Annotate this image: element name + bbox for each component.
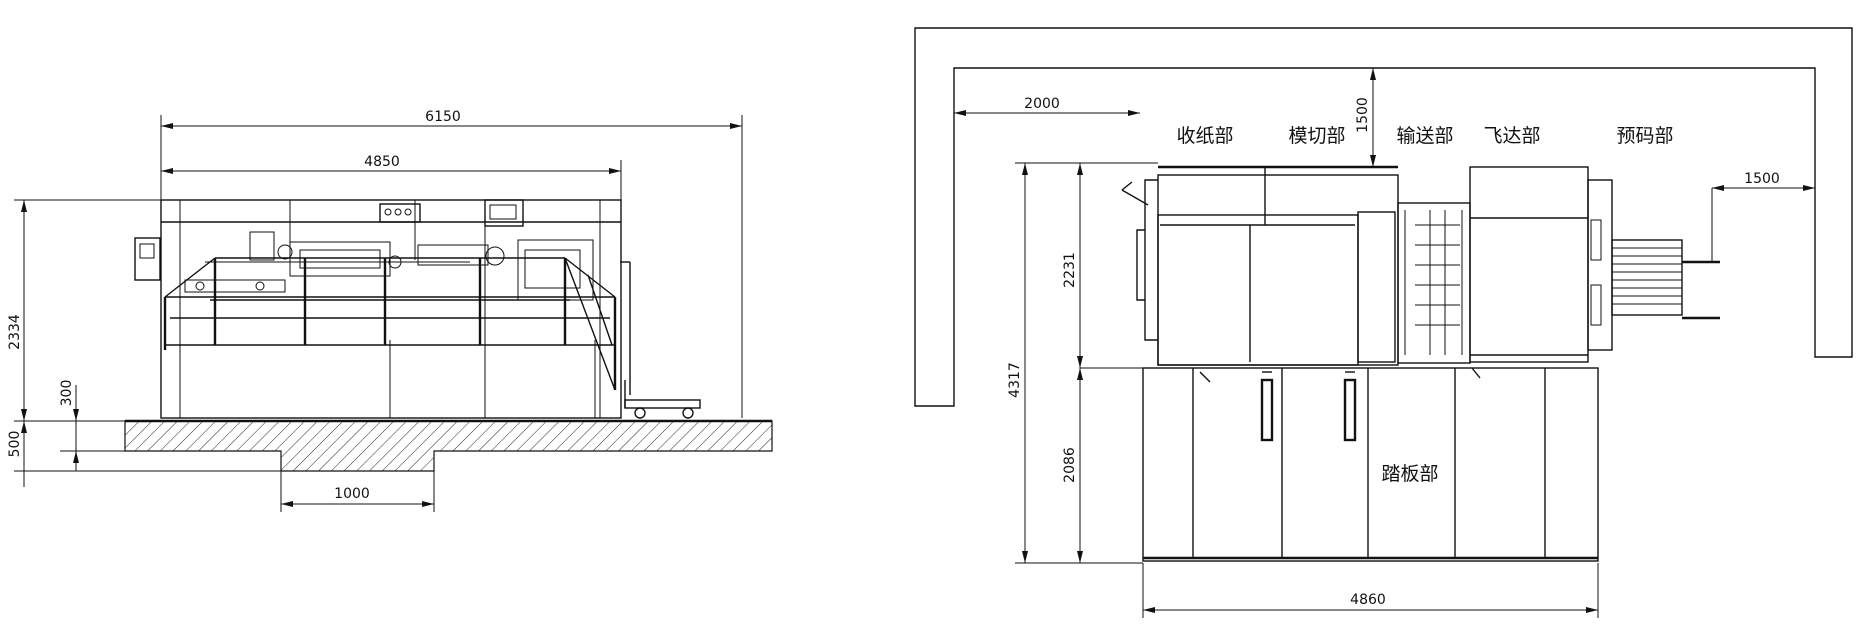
dim-machine-length: 4850 <box>364 154 400 170</box>
dim-top-clearance: 1500 <box>1355 97 1371 133</box>
side-dimension-lines <box>14 115 743 512</box>
plan-machine-body <box>1121 165 1720 366</box>
platform-section <box>1142 367 1599 562</box>
dim-overall-length: 6150 <box>425 109 461 125</box>
section-label-transfer: 输送部 <box>1396 125 1453 147</box>
dim-width: 4860 <box>1350 592 1386 608</box>
dim-right-clearance: 1500 <box>1744 171 1780 187</box>
side-guard-rails <box>163 257 631 395</box>
dim-foundation-depth: 500 <box>7 431 23 458</box>
side-machine-body <box>134 199 622 419</box>
dim-upper-depth: 2231 <box>1062 252 1078 288</box>
foundation-hatch <box>124 420 773 472</box>
plan-dimension-lines <box>954 68 1815 618</box>
side-elevation-view: 6150 4850 2334 300 500 1000 <box>7 109 773 512</box>
dim-total-depth: 4317 <box>1007 362 1023 398</box>
dim-pit-depth: 300 <box>59 380 75 407</box>
section-label-feeder: 飞达部 <box>1483 125 1540 147</box>
dim-height: 2334 <box>7 314 23 350</box>
dim-rear-clearance: 2000 <box>1024 96 1060 112</box>
section-label-delivery: 收纸部 <box>1176 125 1233 147</box>
section-label-die-cutting: 模切部 <box>1288 125 1345 147</box>
dim-lower-depth: 2086 <box>1062 447 1078 483</box>
pallet-cart <box>624 380 701 419</box>
plan-view: 2000 1500 1500 2231 4317 2086 4860 收纸部 模… <box>914 27 1853 618</box>
section-label-pre-feeder: 预码部 <box>1616 125 1673 147</box>
section-label-platform: 踏板部 <box>1381 463 1438 485</box>
clearance-outline <box>914 27 1853 407</box>
dim-pit-width: 1000 <box>334 486 370 502</box>
